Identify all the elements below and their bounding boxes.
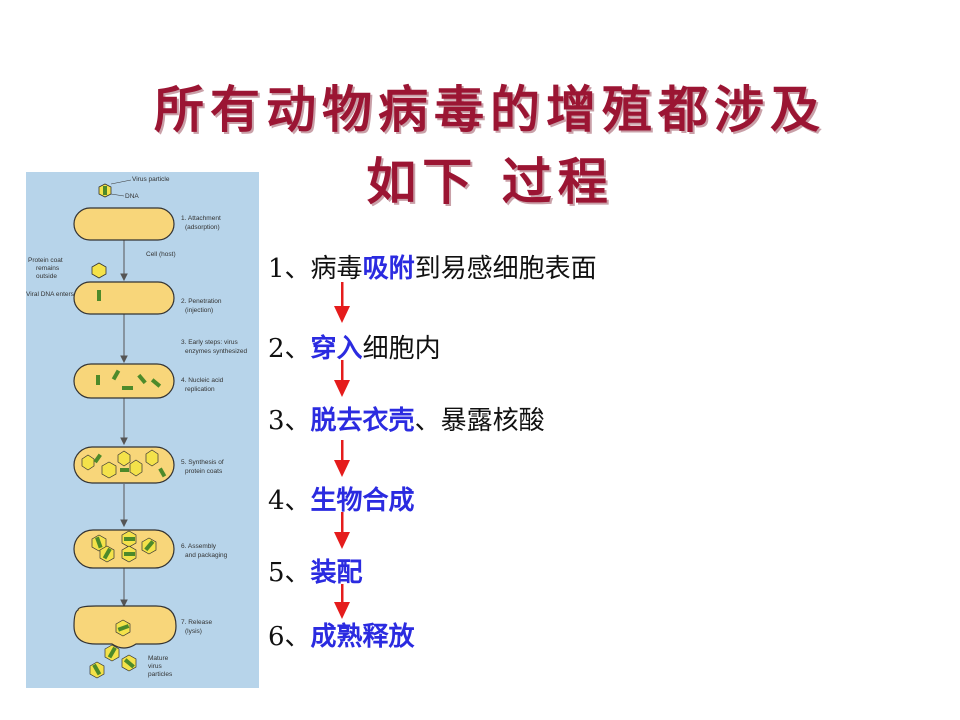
- dna-icons-cell4: [93, 453, 167, 478]
- label-protein-coat-1: Protein coat: [28, 257, 63, 264]
- label-dna: DNA: [125, 193, 139, 200]
- label-penetration-2: (injection): [185, 307, 213, 314]
- label-assembly-1: 6. Assembly: [181, 543, 217, 550]
- host-cell-3: [73, 363, 175, 399]
- step-4-number: 4、: [268, 486, 311, 516]
- protein-coat-icons: [81, 449, 159, 479]
- down-arrow-icon: [334, 440, 350, 477]
- label-virus-particle: Virus particle: [132, 176, 170, 183]
- label-mature-3: particles: [148, 671, 173, 678]
- process-steps: 1、病毒吸附到易感细胞表面 2、穿入细胞内 3、脱去衣壳、暴露核酸 4、生物合成…: [268, 0, 708, 720]
- page-title-line1: 所有动物病毒的增殖都涉及: [154, 81, 826, 139]
- empty-protein-coat-icon: [91, 262, 107, 279]
- flow-arrows: [120, 240, 128, 608]
- step-5: 5、装配: [268, 552, 363, 589]
- host-cell-1: [73, 207, 175, 241]
- virus-replication-diagram: Virus particle DNA 1. Attachment (adsorp…: [26, 172, 259, 688]
- label-protein-coat-2: remains: [36, 265, 60, 272]
- label-early-steps-1: 3. Early steps: virus: [181, 339, 238, 346]
- step-4: 4、生物合成: [268, 480, 415, 517]
- step-3-highlight: 脱去衣壳: [310, 406, 415, 436]
- step-1-highlight: 吸附: [362, 254, 415, 284]
- label-release-2: (lysis): [185, 628, 202, 635]
- host-cell-2: [73, 281, 175, 315]
- label-nucleic-acid-1: 4. Nucleic acid: [181, 377, 224, 384]
- label-mature-1: Mature: [148, 655, 169, 662]
- label-penetration-1: 2. Penetration: [181, 298, 222, 305]
- virus-particle-icon: [98, 183, 112, 198]
- replicated-dna-icons: [96, 369, 162, 390]
- step-2-highlight: 穿入: [310, 334, 363, 364]
- label-protein-coat-3: outside: [36, 273, 57, 280]
- label-synthesis-2: protein coats: [185, 468, 223, 475]
- step-4-highlight: 生物合成: [310, 486, 415, 516]
- label-attachment-2: (adsorption): [185, 224, 220, 231]
- label-viral-dna-enters: Viral DNA enters: [26, 291, 75, 298]
- step-2-post: 细胞内: [362, 334, 441, 364]
- down-arrow-icon: [334, 282, 350, 323]
- step-6: 6、成熟释放: [268, 616, 415, 653]
- label-synthesis-1: 5. Synthesis of: [181, 459, 224, 466]
- label-mature-2: virus: [148, 663, 162, 670]
- released-virus-icons: [89, 619, 137, 679]
- down-arrow-icon: [334, 512, 350, 549]
- step-1: 1、病毒吸附到易感细胞表面: [268, 248, 597, 285]
- page-title-line2: 如下 过程: [366, 153, 614, 211]
- down-arrow-icon: [334, 360, 350, 397]
- step-6-highlight: 成熟释放: [310, 622, 415, 652]
- step-5-highlight: 装配: [310, 558, 363, 588]
- label-release-1: 7. Release: [181, 619, 212, 626]
- step-2: 2、穿入细胞内: [268, 328, 441, 365]
- step-2-number: 2、: [268, 334, 311, 364]
- label-attachment-1: 1. Attachment: [181, 215, 221, 222]
- label-assembly-2: and packaging: [185, 552, 228, 559]
- assembled-virus-icons: [91, 530, 157, 563]
- step-3-number: 3、: [268, 406, 311, 436]
- diagram-svg: Virus particle DNA 1. Attachment (adsorp…: [26, 176, 248, 679]
- down-arrow-icon: [334, 584, 350, 619]
- step-5-number: 5、: [268, 558, 311, 588]
- step-1-number: 1、: [268, 254, 311, 284]
- label-nucleic-acid-2: replication: [185, 386, 215, 393]
- step-6-number: 6、: [268, 622, 311, 652]
- viral-dna-icon: [97, 290, 101, 301]
- label-early-steps-2: enzymes synthesized: [185, 348, 248, 355]
- label-cell-host: Cell (host): [146, 251, 176, 258]
- step-3: 3、脱去衣壳、暴露核酸: [268, 400, 545, 437]
- step-1-pre: 病毒: [310, 254, 363, 284]
- step-3-post: 、暴露核酸: [414, 406, 545, 436]
- step-1-post: 到易感细胞表面: [414, 254, 597, 284]
